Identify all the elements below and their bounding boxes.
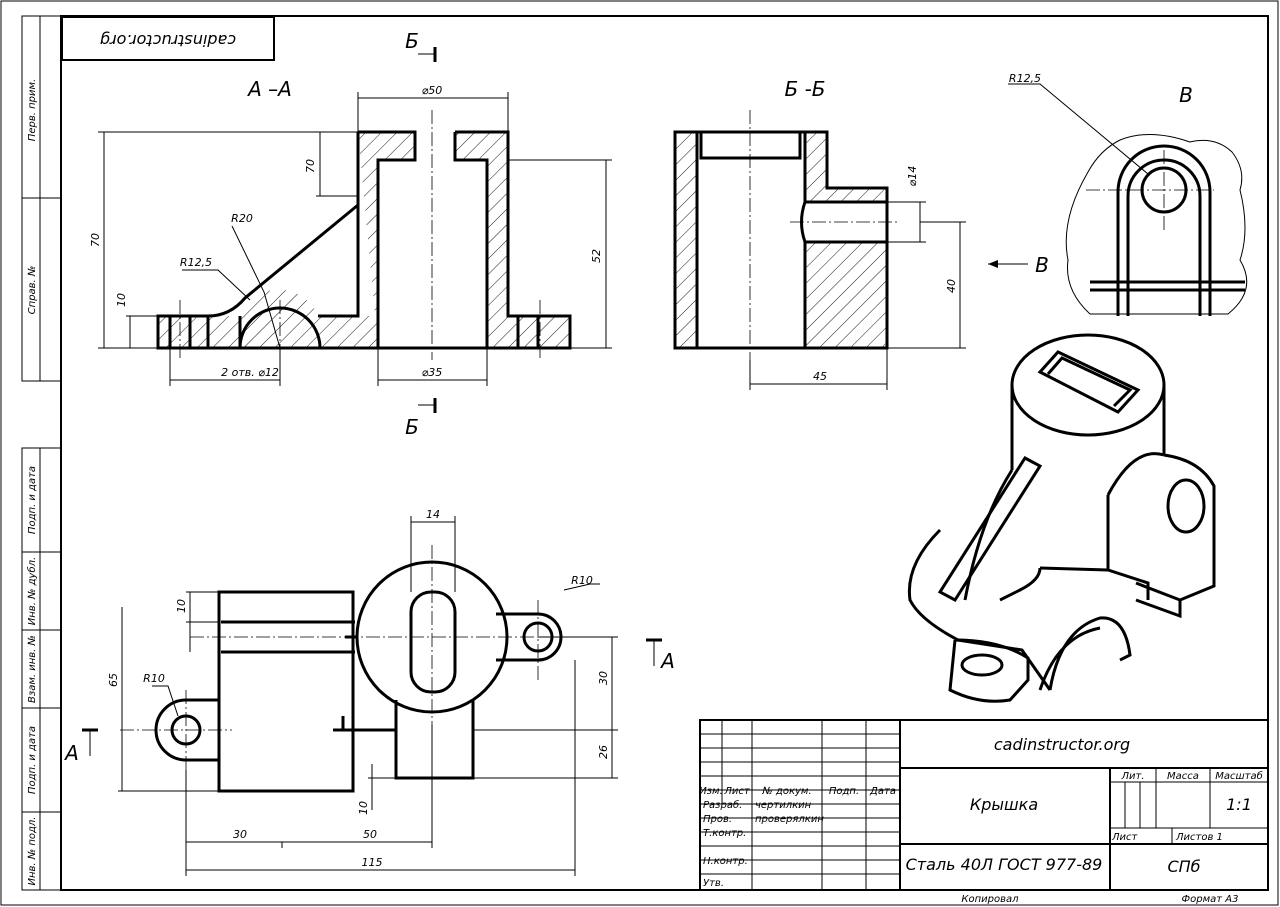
tb-sheets-label: Листов 1: [1175, 832, 1223, 843]
dim-a-holes: 2 отв. ⌀12: [221, 366, 279, 379]
side-label-dup-inv: Инв. № дубл.: [26, 557, 38, 625]
dim-a-r125: R12,5: [180, 256, 212, 269]
section-b-b-title: Б -Б: [784, 77, 825, 101]
cut-a-right-label: А: [659, 649, 675, 673]
side-label-sign-date-2: Подп. и дата: [27, 726, 38, 794]
dim-a-dia50: ⌀50: [422, 84, 443, 97]
dim-a-52: 52: [590, 249, 603, 263]
tb-role-checker: Пров.: [703, 814, 732, 825]
tb-col-sheet: Лист: [723, 786, 751, 797]
dim-p-26: 26: [597, 745, 610, 759]
section-a-a: А –А ⌀50 70 70 10 52 R20 R12,5: [89, 77, 612, 386]
dim-p-65: 65: [107, 673, 120, 687]
footer-copied: Копировал: [961, 894, 1019, 905]
tb-lit-label: Лит.: [1120, 771, 1144, 782]
section-a-a-title: А –А: [246, 77, 292, 101]
tb-mass-label: Масса: [1167, 771, 1199, 782]
cut-marker-a: А А: [63, 638, 675, 765]
dim-a-70: 70: [89, 233, 102, 247]
footer-format: Формат А3: [1182, 894, 1239, 905]
dim-a-dia35: ⌀35: [422, 366, 443, 379]
drawing-frame: [60, 15, 1269, 891]
cut-a-left-label: А: [63, 741, 79, 765]
tb-col-change: Изм.: [699, 786, 723, 797]
dim-p-10-bottom: 10: [357, 801, 370, 815]
dim-p-r10-right: R10: [571, 574, 593, 587]
tb-material: Сталь 40Л ГОСТ 977-89: [906, 855, 1103, 874]
left-margin-strip: Перв. прим. Справ. № Подп. и дата Инв. №…: [21, 15, 62, 891]
section-b-b: Б -Б ⌀14 40 45: [673, 77, 966, 390]
side-label-first-use: Перв. прим.: [27, 79, 38, 141]
isometric-view: [907, 333, 1216, 703]
dim-a-10: 10: [115, 293, 128, 307]
side-label-replace-inv: Взам. инв. №: [27, 635, 38, 703]
dim-p-30-bottom: 30: [233, 828, 247, 841]
dim-b-45: 45: [813, 370, 827, 383]
side-label-orig-inv: Инв. № подл.: [27, 817, 38, 886]
tb-scale-label: Масштаб: [1215, 770, 1263, 782]
tb-name-checker: проверялкин: [755, 814, 824, 825]
view-v-detail: В R12,5 В: [988, 72, 1248, 316]
side-label-sign-date-1: Подп. и дата: [27, 466, 38, 534]
tb-part-name: Крышка: [970, 795, 1038, 814]
tb-role-approve: Утв.: [703, 878, 724, 889]
tb-company: cadinstructor.org: [994, 735, 1130, 754]
dim-p-50: 50: [363, 828, 377, 841]
plan-view: 14 R10 10 65 R10 30 26 10 30 50 115: [107, 508, 618, 876]
tb-role-tcontrol: Т.контр.: [703, 828, 746, 839]
cut-marker-b: Б Б: [405, 29, 437, 439]
view-v-arrow-label: В: [1035, 253, 1049, 277]
tb-org: СПб: [1167, 857, 1200, 876]
cut-b-bottom-label: Б: [405, 415, 419, 439]
mirrored-designation-box: [61, 16, 275, 61]
tb-col-docno: № докум.: [761, 786, 811, 797]
title-block: Изм. Лист № докум. Подп. Дата Разраб. че…: [699, 719, 1269, 891]
side-label-ref-no: Справ. №: [27, 266, 38, 315]
dim-p-115: 115: [362, 856, 383, 869]
dim-p-14: 14: [426, 508, 440, 521]
cut-b-top-label: Б: [405, 29, 419, 53]
dim-p-30: 30: [597, 671, 610, 685]
tb-role-developer: Разраб.: [703, 799, 742, 811]
dim-b-dia14: ⌀14: [906, 166, 919, 187]
mirrored-designation-text: cadinstructor.org: [100, 31, 236, 50]
tb-name-developer: чертилкин: [755, 800, 812, 811]
tb-col-sign: Подп.: [829, 786, 859, 797]
dim-a-r20: R20: [231, 212, 253, 225]
tb-col-date: Дата: [869, 786, 896, 797]
dim-p-10-top: 10: [175, 599, 188, 613]
dim-p-r10-left: R10: [143, 672, 165, 685]
tb-role-ncontrol: Н.контр.: [703, 856, 748, 867]
view-v-title: В: [1179, 83, 1193, 107]
dim-a-20: 70: [304, 159, 317, 173]
dim-b-40: 40: [945, 279, 958, 293]
tb-sheet-label: Лист: [1111, 832, 1139, 843]
tb-scale-value: 1:1: [1226, 795, 1252, 814]
view-v-radius: R12,5: [1009, 72, 1041, 85]
